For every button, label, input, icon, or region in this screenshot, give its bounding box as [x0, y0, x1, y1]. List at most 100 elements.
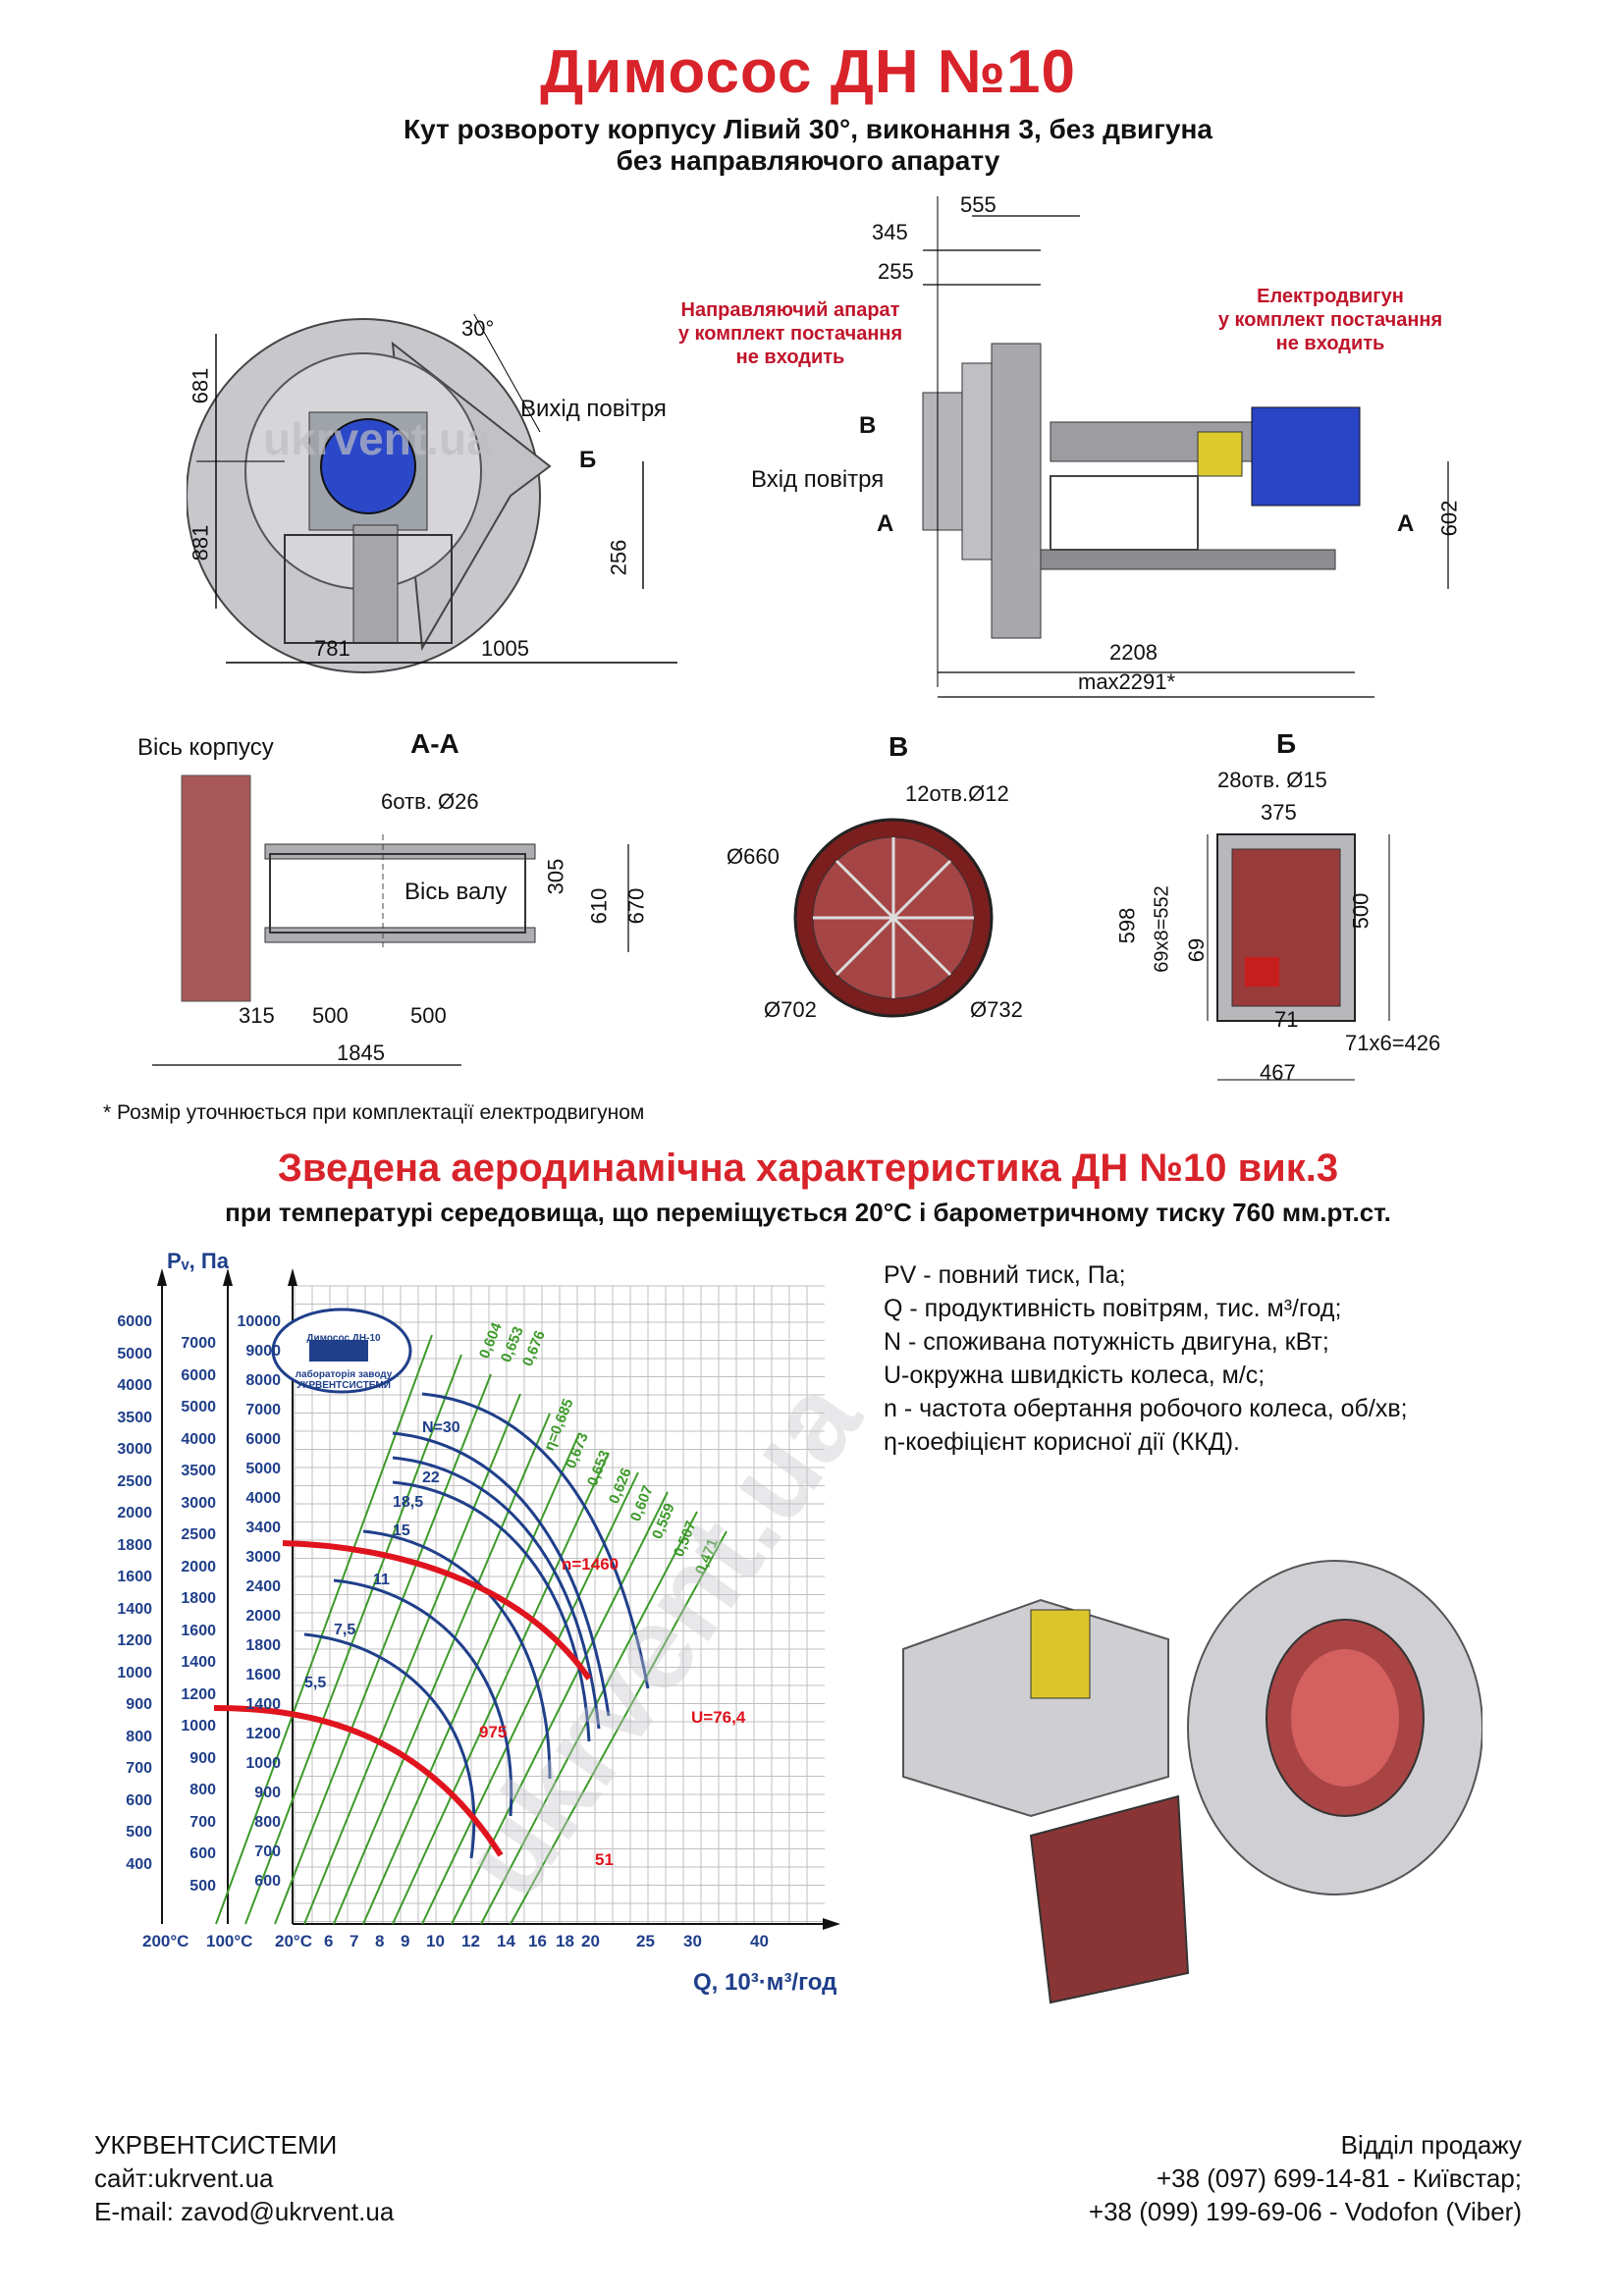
temp-label-100: 100°С	[206, 1932, 253, 1950]
scale-tick-label: 1000	[245, 1755, 281, 1772]
scale-tick-label: 7000	[245, 1402, 281, 1418]
dim-69: 69	[1184, 937, 1210, 963]
dim-670: 670	[623, 887, 649, 925]
x-tick-label: 40	[750, 1932, 769, 1950]
dim-angle-30: 30°	[461, 316, 495, 341]
dim-681: 681	[188, 367, 213, 404]
efficiency-label: 0,653	[584, 1448, 614, 1489]
scale-tick-label: 4000	[245, 1490, 281, 1507]
temp-label-20: 20°С	[275, 1932, 312, 1950]
rpm-label-975: 975	[479, 1723, 508, 1741]
dim-305: 305	[543, 858, 568, 895]
x-tick-label: 25	[636, 1932, 655, 1950]
label-view-b-marker: Б	[579, 447, 597, 473]
legend: PV - повний тиск, Па; Q - продуктивність…	[884, 1258, 1492, 1459]
scale-tick-label: 1200	[245, 1726, 281, 1742]
speed-label-76-4: U=76,4	[691, 1708, 746, 1727]
speed-label-51: 51	[595, 1850, 614, 1869]
dim-71x6: 71x6=426	[1345, 1031, 1441, 1055]
footer-email-link[interactable]: E-mail: zavod@ukrvent.ua	[94, 2197, 395, 2226]
page-title: Димосос ДН №10	[540, 38, 1076, 106]
footer-sales-title: Відділ продажу	[1340, 2130, 1522, 2160]
scale-tick-label: 900	[189, 1749, 216, 1767]
power-curve	[392, 1431, 611, 1717]
x-axis-title: Q, 10³·м³/год	[693, 1969, 837, 1996]
subtitle-line-1: Кут розвороту корпусу Лівий 30°, виконан…	[404, 114, 1212, 144]
x-tick-label: 30	[683, 1932, 702, 1950]
dim-315: 315	[239, 1003, 275, 1028]
x-tick-label: 9	[401, 1932, 410, 1950]
view-v-drawing	[793, 818, 994, 1018]
x-tick-label: 16	[528, 1932, 547, 1950]
scale-tick-label: 7000	[181, 1335, 216, 1352]
scale-tick-label: 4000	[117, 1377, 152, 1394]
scale-tick-label: 1800	[245, 1637, 281, 1654]
footer-site-link[interactable]: сайт:ukrvent.ua	[94, 2163, 274, 2193]
footnote: * Розмір уточнюється при комплектації ел…	[103, 1101, 645, 1124]
scale-tick-label: 3000	[117, 1441, 152, 1458]
power-curve	[303, 1632, 476, 1859]
x-tick-label: 14	[497, 1932, 515, 1950]
legend-n: N - споживана потужність двигуна, кВт;	[884, 1328, 1329, 1356]
scale-tick-label: 900	[254, 1785, 281, 1801]
scale-tick-label: 6000	[181, 1366, 216, 1384]
legend-u: U-окружна швидкість колеса, м/с;	[884, 1362, 1266, 1389]
x-tick-label: 7	[350, 1932, 359, 1950]
scale-tick-label: 700	[189, 1813, 216, 1831]
footer-phone-1[interactable]: +38 (097) 699-14-81 - Київстар;	[1156, 2163, 1522, 2193]
scale-tick-label: 800	[189, 1782, 216, 1798]
x-tick-label: 18	[556, 1932, 574, 1950]
efficiency-label: 0,626	[606, 1466, 635, 1507]
scale-tick-label: 3500	[117, 1409, 152, 1426]
power-curve	[421, 1392, 650, 1689]
dim-256: 256	[606, 539, 631, 576]
label-shaft-axis: Вісь валу	[404, 879, 508, 905]
scale-tick-label: 1000	[181, 1718, 216, 1735]
efficiency-line	[392, 1452, 610, 1925]
scale-tick-label: 1600	[181, 1622, 216, 1639]
dim-d702: Ø702	[764, 997, 817, 1022]
power-label-7-5: 7,5	[334, 1622, 356, 1638]
x-tick-label: 20	[581, 1932, 600, 1950]
scale-tick-label: 600	[254, 1873, 281, 1890]
x-tick-label: 6	[324, 1932, 334, 1950]
legend-rpm: n - частота обертання робочого колеса, о…	[884, 1395, 1408, 1422]
x-tick-label: 12	[461, 1932, 480, 1950]
legend-pv: PV - повний тиск, Па;	[884, 1261, 1126, 1289]
dim-1845: 1845	[337, 1041, 385, 1065]
efficiency-label: 0,607	[627, 1483, 657, 1524]
dim-69x8: 69x8=552	[1151, 885, 1173, 973]
legend-q: Q - продуктивність повітрям, тис. м³/год…	[884, 1295, 1342, 1322]
y-axis-title: Pᵥ, Па	[167, 1249, 229, 1273]
dim-602: 602	[1436, 500, 1462, 537]
scale-tick-label: 5000	[245, 1461, 281, 1477]
view-b-title: Б	[1276, 728, 1297, 759]
footer-contacts: УКРВЕНТСИСТЕМИ сайт:ukrvent.ua E-mail: z…	[94, 2128, 394, 2228]
scale-tick-label: 800	[126, 1728, 152, 1745]
rpm-label-1460: n=1460	[562, 1555, 619, 1574]
dim-255: 255	[878, 259, 914, 284]
scale-tick-label: 500	[189, 1877, 216, 1895]
watermark-top: ukrvent.ua	[263, 413, 492, 464]
view-v-title: В	[889, 731, 909, 762]
efficiency-line	[274, 1373, 492, 1925]
fan-3d-render	[902, 1560, 1482, 2004]
label-air-inlet: Вхід повітря	[751, 466, 885, 493]
scale-tick-label: 8000	[245, 1372, 281, 1389]
scale-tick-label: 700	[254, 1843, 281, 1860]
efficiency-line	[244, 1354, 462, 1925]
section-aa-drawing	[152, 774, 629, 1066]
scale-tick-label: 9000	[245, 1343, 281, 1360]
power-label-15: 15	[393, 1522, 410, 1539]
power-label-30: N=30	[422, 1419, 460, 1436]
scale-tick-label: 10000	[237, 1313, 282, 1330]
scale-tick-label: 1200	[181, 1685, 216, 1703]
dim-781: 781	[314, 636, 350, 661]
scale-tick-label: 3500	[181, 1463, 216, 1479]
footer-phone-2[interactable]: +38 (099) 199-69-06 - Vodofon (Viber)	[1088, 2197, 1522, 2226]
scale-tick-label: 900	[126, 1696, 152, 1713]
label-air-exit: Вихід повітря	[520, 396, 667, 422]
label-section-a-right: А	[1397, 510, 1415, 537]
power-label-18-5: 18,5	[393, 1494, 424, 1511]
